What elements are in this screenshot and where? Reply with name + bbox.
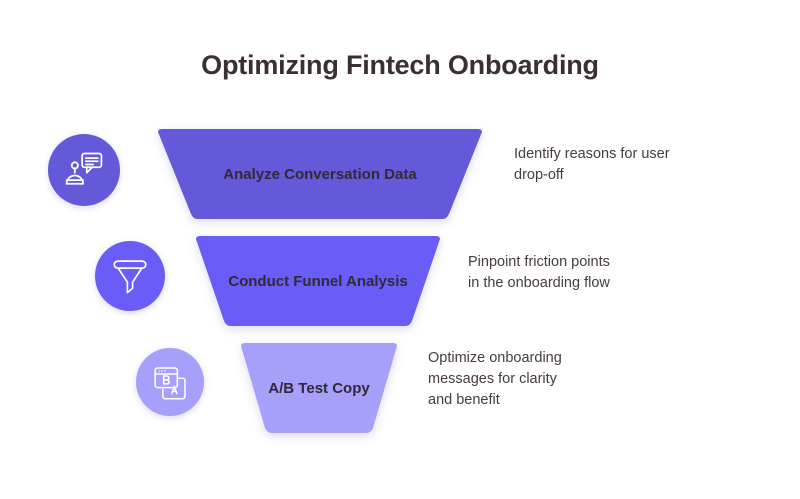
stage-description: Identify reasons for user drop-off [514, 146, 670, 184]
stage-icon-circle [136, 348, 204, 416]
funnel-filter-icon [109, 255, 151, 297]
funnel-stage-row: A/B Test Copy Optimize onboarding messag… [0, 342, 800, 442]
stage-description: Pinpoint friction points in the onboardi… [468, 254, 610, 292]
funnel-stage-row: Conduct Funnel Analysis Pinpoint frictio… [0, 235, 800, 335]
funnel-segment-shape [158, 129, 482, 219]
funnel-segment-shape [196, 236, 440, 326]
stage-description: Optimize onboarding messages for clarity… [428, 350, 562, 409]
funnel-segment: A/B Test Copy [233, 342, 405, 434]
ab-test-icon [150, 362, 191, 403]
page-title: Optimizing Fintech Onboarding [201, 50, 599, 80]
chatbot-icon [62, 148, 106, 192]
funnel-segment: Analyze Conversation Data [150, 128, 490, 220]
funnel-segment-shape [241, 343, 397, 433]
funnel-stage-row: Analyze Conversation Data Identify reaso… [0, 128, 800, 228]
funnel-segment: Conduct Funnel Analysis [188, 235, 448, 327]
stage-icon-circle [48, 134, 120, 206]
stage-icon-circle [95, 241, 165, 311]
